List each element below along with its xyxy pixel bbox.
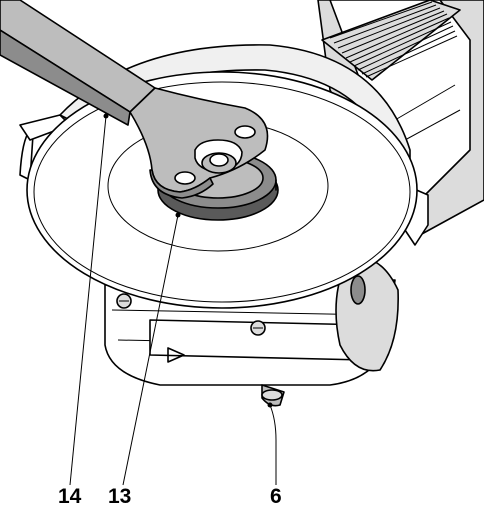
side-knob	[335, 257, 399, 372]
ribbed-handle	[321, 0, 461, 81]
spindle-lock-button	[261, 384, 285, 407]
callout-wrench: 14	[58, 485, 82, 508]
leader-line-flange-nut	[122, 214, 179, 486]
leader-lines	[69, 113, 277, 486]
spanner-wrench	[0, 0, 269, 199]
wrench-pin-left	[174, 171, 196, 185]
gear-head	[104, 279, 396, 386]
direction-arrow-mark	[167, 347, 185, 363]
leader-line-spindle-lock	[269, 404, 277, 485]
wrench-pin-right	[234, 125, 256, 139]
leader-line-wrench	[69, 115, 107, 486]
callout-flange-nut: 13	[108, 485, 131, 508]
callout-spindle-lock: 6	[270, 485, 282, 508]
